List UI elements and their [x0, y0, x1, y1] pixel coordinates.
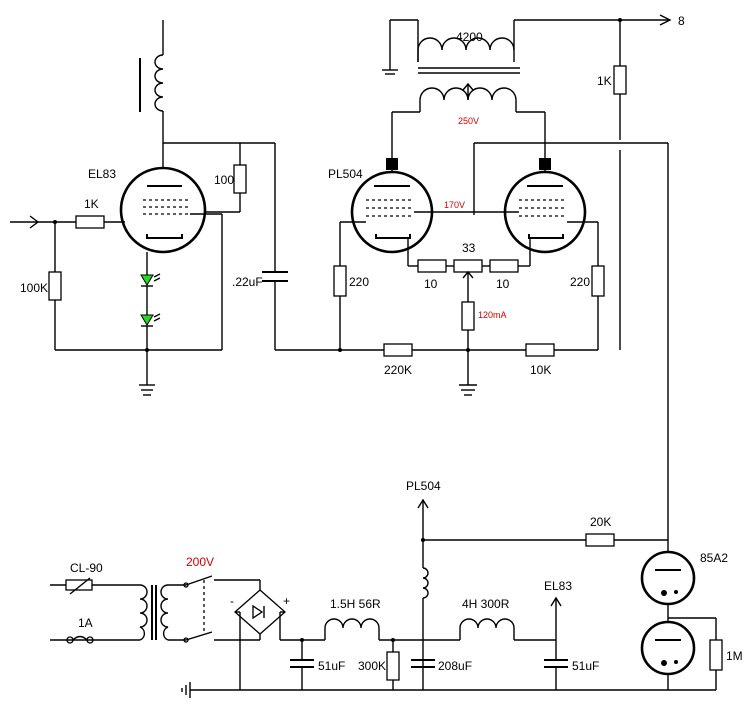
- bias-res-right-label: 10K: [530, 363, 551, 377]
- cathode-leds: [140, 252, 161, 385]
- regulator-label: 85A2: [700, 551, 728, 565]
- ot-label: 4200: [456, 30, 483, 44]
- bias-network: 220K 10K: [275, 343, 598, 377]
- pl504-left-tube: PL504: [328, 158, 434, 254]
- cathode-current-label: 120mA: [478, 310, 507, 320]
- pl504-right-tube: [503, 158, 587, 254]
- screen-resistor-label: 100: [214, 173, 234, 187]
- grid-stopper-left-label: 220: [349, 275, 369, 289]
- input-resistor-label: 1K: [84, 197, 99, 211]
- driver-stage: .22uF 100 EL83 1K: [10, 20, 288, 396]
- cap-2: 208uF: [411, 659, 472, 673]
- mains-input: CL-90 1A 200V: [50, 555, 260, 644]
- bridge-rectifier: - +: [230, 580, 290, 690]
- cathode-res-left-label: 10: [424, 277, 438, 291]
- cap-1: 51uF: [290, 638, 345, 690]
- bias-res-left-label: 220K: [384, 363, 412, 377]
- input: 1K 100K: [10, 197, 125, 350]
- cap3-label: 51uF: [572, 659, 599, 673]
- grid-stopper-right-label: 220: [570, 275, 590, 289]
- driver-ground: [139, 384, 155, 396]
- grid-leak-label: 100K: [20, 281, 48, 295]
- screen-resistor: 100: [205, 143, 247, 213]
- supply-el83-label: EL83: [544, 579, 572, 593]
- grid-stopper-left: 220: [333, 221, 369, 350]
- bleeder-label: 300K: [358, 659, 386, 673]
- ct-voltage-label: 250V: [458, 116, 479, 126]
- mains-voltage-label: 200V: [186, 555, 214, 569]
- cap2-label: 208uF: [438, 659, 472, 673]
- cathode-pot-label: 33: [462, 241, 476, 255]
- grid-stopper-right: 220: [567, 221, 605, 350]
- cathode-voltage-label: 170V: [444, 200, 465, 210]
- choke2-label: 4H 300R: [462, 597, 510, 611]
- cathode-network: 10 33 10 120mA: [407, 238, 531, 396]
- el83-tube: EL83: [88, 166, 222, 254]
- cathode-res-right-label: 10: [496, 277, 510, 291]
- pl504-supply-node: PL504 20K: [406, 479, 668, 690]
- ground-rail: [181, 682, 716, 698]
- power-supply: PL504 20K 85A2: [50, 479, 743, 698]
- output-terminal-label: 8: [678, 14, 685, 28]
- cap1-label: 51uF: [318, 659, 345, 673]
- supply-pl504-label: PL504: [406, 479, 441, 493]
- coupling-cap-label: .22uF: [232, 275, 263, 289]
- coupling-capacitor: .22uF: [232, 271, 288, 350]
- feedback-resistor-label: 1K: [597, 74, 612, 88]
- bridge-plus: +: [283, 594, 290, 608]
- regulator-tubes: 85A2 1M: [640, 550, 743, 690]
- choke-2: 4H 300R: [459, 597, 515, 640]
- feedback-resistor: 1K: [597, 18, 627, 350]
- bleeder: 300K: [358, 638, 400, 690]
- pl504-left-label: PL504: [328, 167, 363, 181]
- thermistor-label: CL-90: [70, 561, 103, 575]
- choke-1: 1.5H 56R: [324, 597, 381, 640]
- el83-supply-node: EL83 51uF: [544, 579, 599, 690]
- reg-resistor-label: 1M: [726, 649, 743, 663]
- el83-tube-label: EL83: [88, 167, 116, 181]
- bridge-minus: -: [230, 594, 234, 608]
- output-transformer: 4200 8 250V: [382, 14, 685, 160]
- choke1-label: 1.5H 56R: [330, 597, 381, 611]
- output-stage: 4200 8 250V: [275, 14, 685, 560]
- fuse-label: 1A: [78, 616, 93, 630]
- dropper-label: 20K: [590, 515, 611, 529]
- anode-choke: [139, 20, 164, 168]
